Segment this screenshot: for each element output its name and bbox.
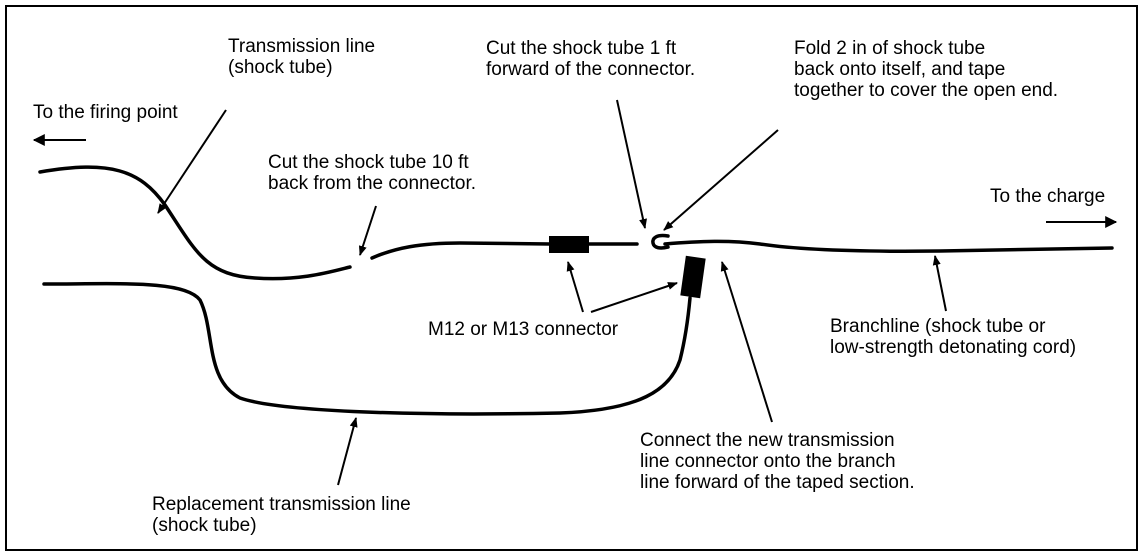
to-charge-label: To the charge: [990, 186, 1106, 207]
original-connector: [549, 236, 589, 253]
connector-pointer-right: [590, 282, 678, 313]
firing-point-label: To the firing point: [33, 102, 178, 123]
fold-pointer: [663, 129, 779, 231]
connect-new-pointer: [720, 261, 773, 423]
transmission-line-pointer: [157, 109, 227, 214]
diagram-frame: [5, 5, 1138, 551]
transmission-line-segment: [370, 241, 552, 260]
cut-1ft-pointer: [616, 99, 647, 229]
branchline-tube: [663, 239, 1114, 253]
cut-1ft-label: Cut the shock tube 1 ft forward of the c…: [486, 38, 696, 80]
cut-10ft-pointer: [358, 205, 377, 256]
replacement-transmission-line: [42, 281, 692, 416]
transmission-line-label: Transmission line (shock tube): [228, 36, 376, 78]
branchline-pointer: [932, 255, 947, 312]
replacement-label: Replacement transmission line (shock tub…: [152, 494, 411, 536]
new-connector: [680, 255, 706, 299]
folded-taped-end: [651, 233, 670, 250]
fold-label: Fold 2 in of shock tube back onto itself…: [794, 38, 1059, 101]
cut-10ft-label: Cut the shock tube 10 ft back from the c…: [268, 152, 477, 194]
transmission-line-tube: [38, 165, 352, 281]
replacement-pointer: [337, 417, 358, 486]
branchline-label: Branchline (shock tube or low-strength d…: [830, 316, 1077, 358]
connector-label: M12 or M13 connector: [428, 319, 619, 340]
connect-new-label: Connect the new transmission line connec…: [640, 430, 915, 493]
connector-pointer-left: [566, 261, 584, 313]
